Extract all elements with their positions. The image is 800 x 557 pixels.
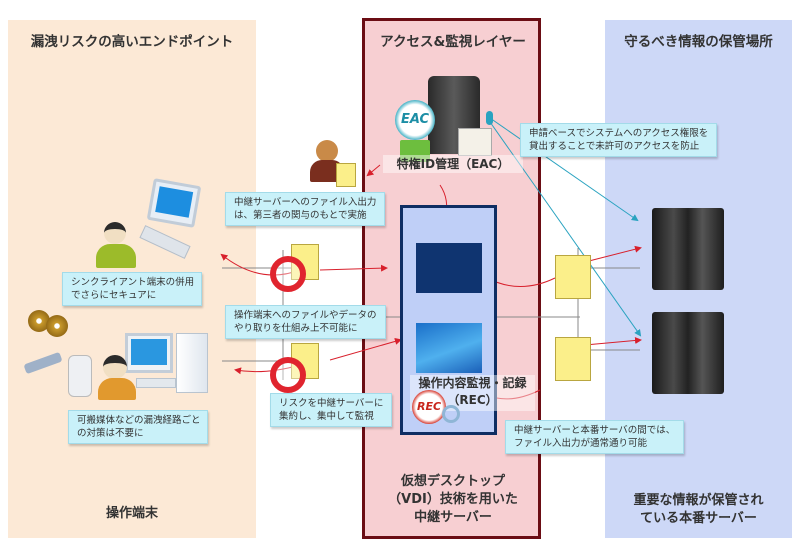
magnifier-icon [442,405,460,423]
eac-label: 特権ID管理（EAC） [383,155,523,173]
document-icon-4 [555,337,591,381]
vdi-relay-server-box [400,205,497,435]
callout-removable-media: 可搬媒体などの漏洩経路ごと の対策は不要に [68,410,208,444]
virtual-desktop-screen-2 [416,323,482,373]
document-icon-3 [555,255,591,299]
user-male-head-icon [103,355,127,379]
callout-relay-io: 中継サーバーへのファイル入出力 は、第三者の関与のもとで実施 [225,192,386,226]
desktop-monitor-icon [125,333,173,373]
user-female-icon [96,244,136,268]
production-server-icon-1 [652,208,724,290]
callout-thin-client: シンクライアント端末の併用 でさらにセキュアに [62,272,202,306]
document-icon [336,163,356,187]
callout-no-transfer: 操作端末へのファイルやデータの やり取りを仕組み上不可能に [225,305,386,339]
callout-eac-note: 申請ベースでシステムへのアクセス権限を 貸出することで未許可のアクセスを防止 [520,123,718,157]
virtual-desktop-screen-1 [416,243,482,293]
user-male-icon [98,378,136,400]
access-zone-title: アクセス&監視レイヤー [380,34,526,50]
callout-server-io: 中継サーバーと本番サーバの間では、 ファイル入出力が通常通り可能 [505,420,685,454]
endpoint-zone-title: 漏洩リスクの高いエンドポイント [30,34,234,50]
storage-zone-footer: 重要な情報が保管され ている本番サーバー [633,493,764,526]
rec-badge-icon: REC [412,390,446,424]
access-zone-footer: 仮想デスクトップ （VDI）技術を用いた 中継サーバー [388,474,518,525]
prohibited-icon-2 [270,357,306,393]
keyboard-icon-2 [136,378,176,388]
production-server-icon-2 [652,312,724,394]
connector-node-icon [486,111,493,125]
pc-tower-icon [176,333,208,393]
callout-consolidate-risk: リスクを中継サーバーに 集約し、集中して監視 [270,393,393,427]
user-female-head-icon [104,222,126,244]
thin-client-monitor-icon [146,178,202,228]
admin-person-head-icon [316,140,338,162]
key-icon [400,140,430,162]
admin-person-icon [310,160,344,182]
prohibited-icon-1 [270,256,306,292]
eac-badge-icon: EAC [395,100,435,140]
disc-icon [28,310,50,332]
disc-icon-2 [46,315,68,337]
mobile-phone-icon [68,355,92,397]
endpoint-zone-footer: 操作端末 [105,506,158,521]
id-card-icon [458,128,492,156]
storage-zone-title: 守るべき情報の保管場所 [624,34,773,50]
